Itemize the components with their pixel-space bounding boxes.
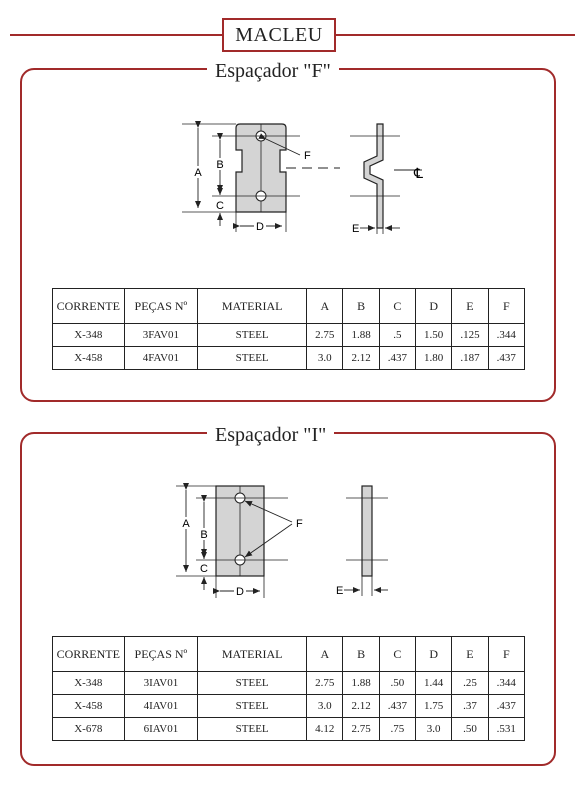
table-row: X-458 4FAV01 STEEL 3.0 2.12 .437 1.80 .1… (52, 346, 526, 370)
table-cell: .50 (378, 671, 417, 695)
drawing-spacer-i: A B C D F E (176, 483, 388, 598)
table-cell: 2.75 (306, 323, 344, 347)
table-cell: 2.12 (342, 694, 380, 718)
table-cell: 6IAV01 (123, 717, 199, 741)
spec-table-f: CORRENTE PEÇAS Nº MATERIAL A B C D E F X… (52, 288, 526, 370)
col-header: D (415, 288, 453, 324)
table-cell: X-678 (52, 717, 125, 741)
col-header: F (487, 636, 526, 672)
col-header: F (487, 288, 526, 324)
col-header: CORRENTE (52, 636, 125, 672)
table-cell: .437 (487, 346, 526, 370)
table-cell: STEEL (197, 694, 308, 718)
table-cell: .37 (451, 694, 489, 718)
col-header: D (415, 636, 453, 672)
table-cell: .437 (378, 694, 417, 718)
table-cell: STEEL (197, 323, 308, 347)
table-cell: .5 (378, 323, 417, 347)
table-cell: 1.88 (342, 671, 380, 695)
label-b-f: B (216, 159, 223, 171)
table-cell: STEEL (197, 671, 308, 695)
col-header: C (378, 636, 417, 672)
table-cell: 4FAV01 (123, 346, 199, 370)
table-cell: 1.44 (415, 671, 453, 695)
part-side-view (363, 123, 384, 229)
table-cell: 4.12 (306, 717, 344, 741)
table-cell: .531 (487, 717, 526, 741)
table-cell: 1.80 (415, 346, 453, 370)
label-d-f: D (256, 221, 264, 233)
table-cell: STEEL (197, 717, 308, 741)
col-header: E (451, 636, 489, 672)
col-header: CORRENTE (52, 288, 125, 324)
table-cell: 3.0 (415, 717, 453, 741)
col-header: B (342, 288, 380, 324)
col-header: A (306, 288, 344, 324)
col-header: MATERIAL (197, 288, 308, 324)
col-header: E (451, 288, 489, 324)
table-cell: .437 (487, 694, 526, 718)
section-title-f: Espaçador "F" (207, 58, 339, 84)
label-e-f: E (352, 223, 359, 235)
table-cell: X-348 (52, 323, 125, 347)
col-header: C (378, 288, 417, 324)
table-cell: X-458 (52, 694, 125, 718)
table-cell: .437 (378, 346, 417, 370)
section-title-i: Espaçador "I" (207, 422, 335, 448)
table-row: X-348 3FAV01 STEEL 2.75 1.88 .5 1.50 .12… (52, 323, 526, 347)
table-cell: 3.0 (306, 346, 344, 370)
spec-table-i: CORRENTE PEÇAS Nº MATERIAL A B C D E F X… (52, 636, 526, 741)
header-rule-right (336, 34, 575, 36)
col-header: A (306, 636, 344, 672)
brand-logo: MACLEU (222, 18, 336, 52)
table-cell: 2.75 (342, 717, 380, 741)
table-row: X-678 6IAV01 STEEL 4.12 2.75 .75 3.0 .50… (52, 717, 526, 741)
label-a-f: A (194, 167, 202, 179)
table-cell: .25 (451, 671, 489, 695)
label-f-i: F (296, 518, 303, 530)
col-header: PEÇAS Nº (123, 288, 199, 324)
drawing-spacer-f: A B C D F ℄ E (182, 121, 423, 235)
label-c-f: C (216, 200, 224, 212)
col-header: PEÇAS Nº (123, 636, 199, 672)
label-b-i: B (200, 529, 207, 541)
table-cell: .75 (378, 717, 417, 741)
table-cell: 3FAV01 (123, 323, 199, 347)
header-rule-left (10, 34, 222, 36)
table-cell: 2.12 (342, 346, 380, 370)
table-row: X-458 4IAV01 STEEL 3.0 2.12 .437 1.75 .3… (52, 694, 526, 718)
label-e-i: E (336, 585, 343, 597)
table-header-row: CORRENTE PEÇAS Nº MATERIAL A B C D E F (52, 636, 526, 672)
label-c-i: C (200, 563, 208, 575)
table-cell: .344 (487, 323, 526, 347)
table-cell: STEEL (197, 346, 308, 370)
table-header-row: CORRENTE PEÇAS Nº MATERIAL A B C D E F (52, 288, 526, 324)
col-header: MATERIAL (197, 636, 308, 672)
table-cell: X-458 (52, 346, 125, 370)
table-cell: 3.0 (306, 694, 344, 718)
table-cell: .344 (487, 671, 526, 695)
centerline-symbol: ℄ (413, 166, 423, 182)
table-cell: 1.50 (415, 323, 453, 347)
table-cell: 3IAV01 (123, 671, 199, 695)
part-side-view-i (361, 485, 373, 577)
label-a-i: A (182, 518, 190, 530)
table-row: X-348 3IAV01 STEEL 2.75 1.88 .50 1.44 .2… (52, 671, 526, 695)
label-f-f: F (304, 150, 311, 162)
table-cell: 4IAV01 (123, 694, 199, 718)
label-d-i: D (236, 586, 244, 598)
col-header: B (342, 636, 380, 672)
table-cell: X-348 (52, 671, 125, 695)
table-cell: 1.75 (415, 694, 453, 718)
table-cell: 1.88 (342, 323, 380, 347)
table-cell: 2.75 (306, 671, 344, 695)
table-cell: .187 (451, 346, 489, 370)
table-cell: .50 (451, 717, 489, 741)
table-cell: .125 (451, 323, 489, 347)
